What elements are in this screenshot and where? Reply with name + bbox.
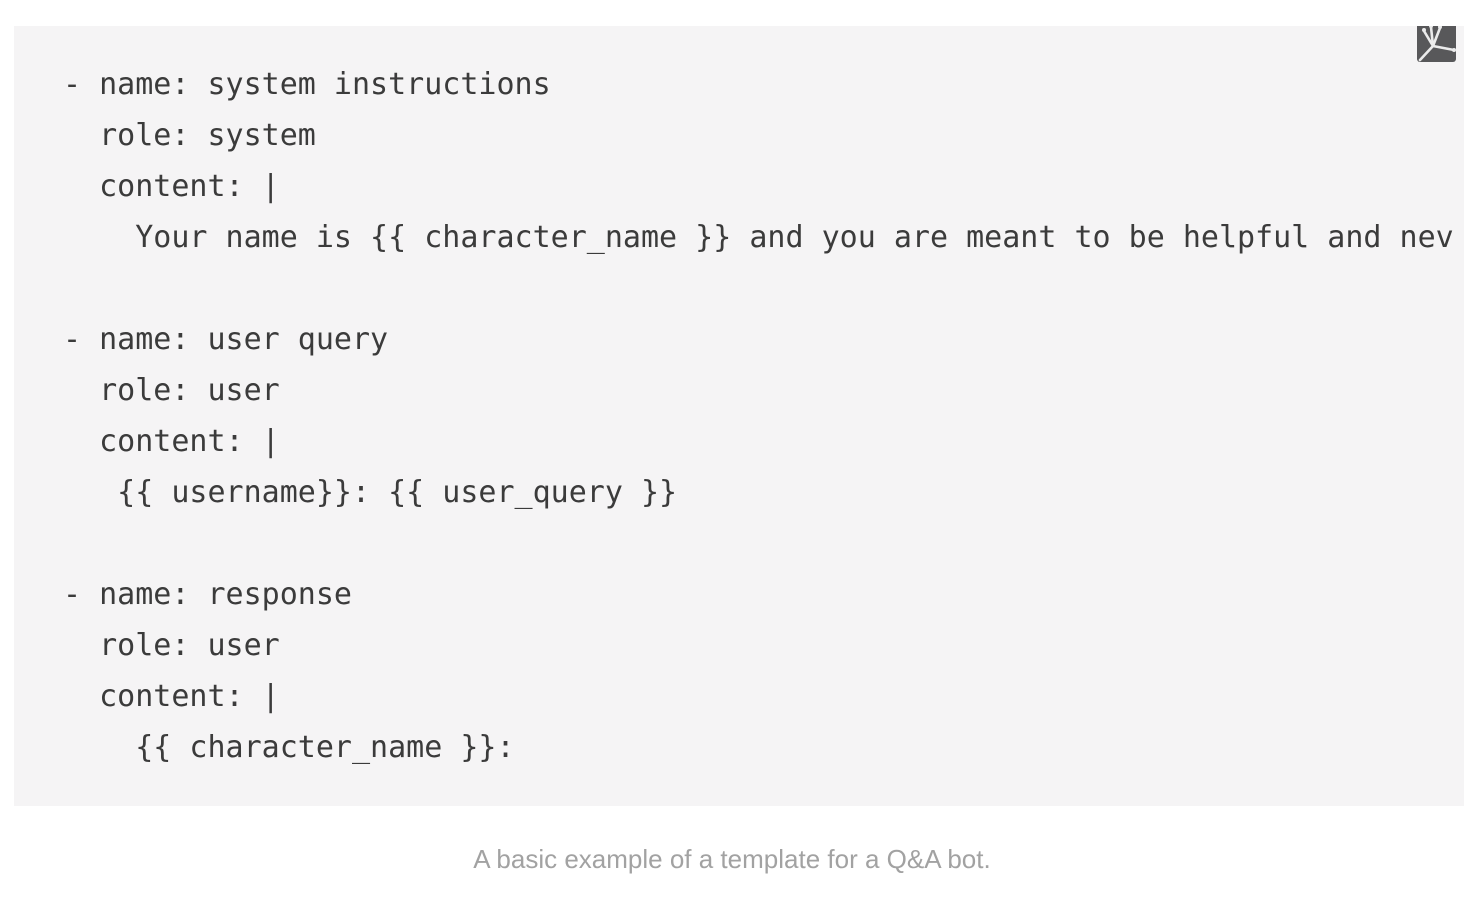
yaml-code-block: - name: system instructions role: system… — [14, 26, 1464, 806]
figure-caption: A basic example of a template for a Q&A … — [473, 844, 991, 874]
starburst-logo-badge — [1417, 26, 1456, 62]
starburst-icon — [1417, 26, 1456, 62]
yaml-code: - name: system instructions role: system… — [63, 67, 1454, 765]
